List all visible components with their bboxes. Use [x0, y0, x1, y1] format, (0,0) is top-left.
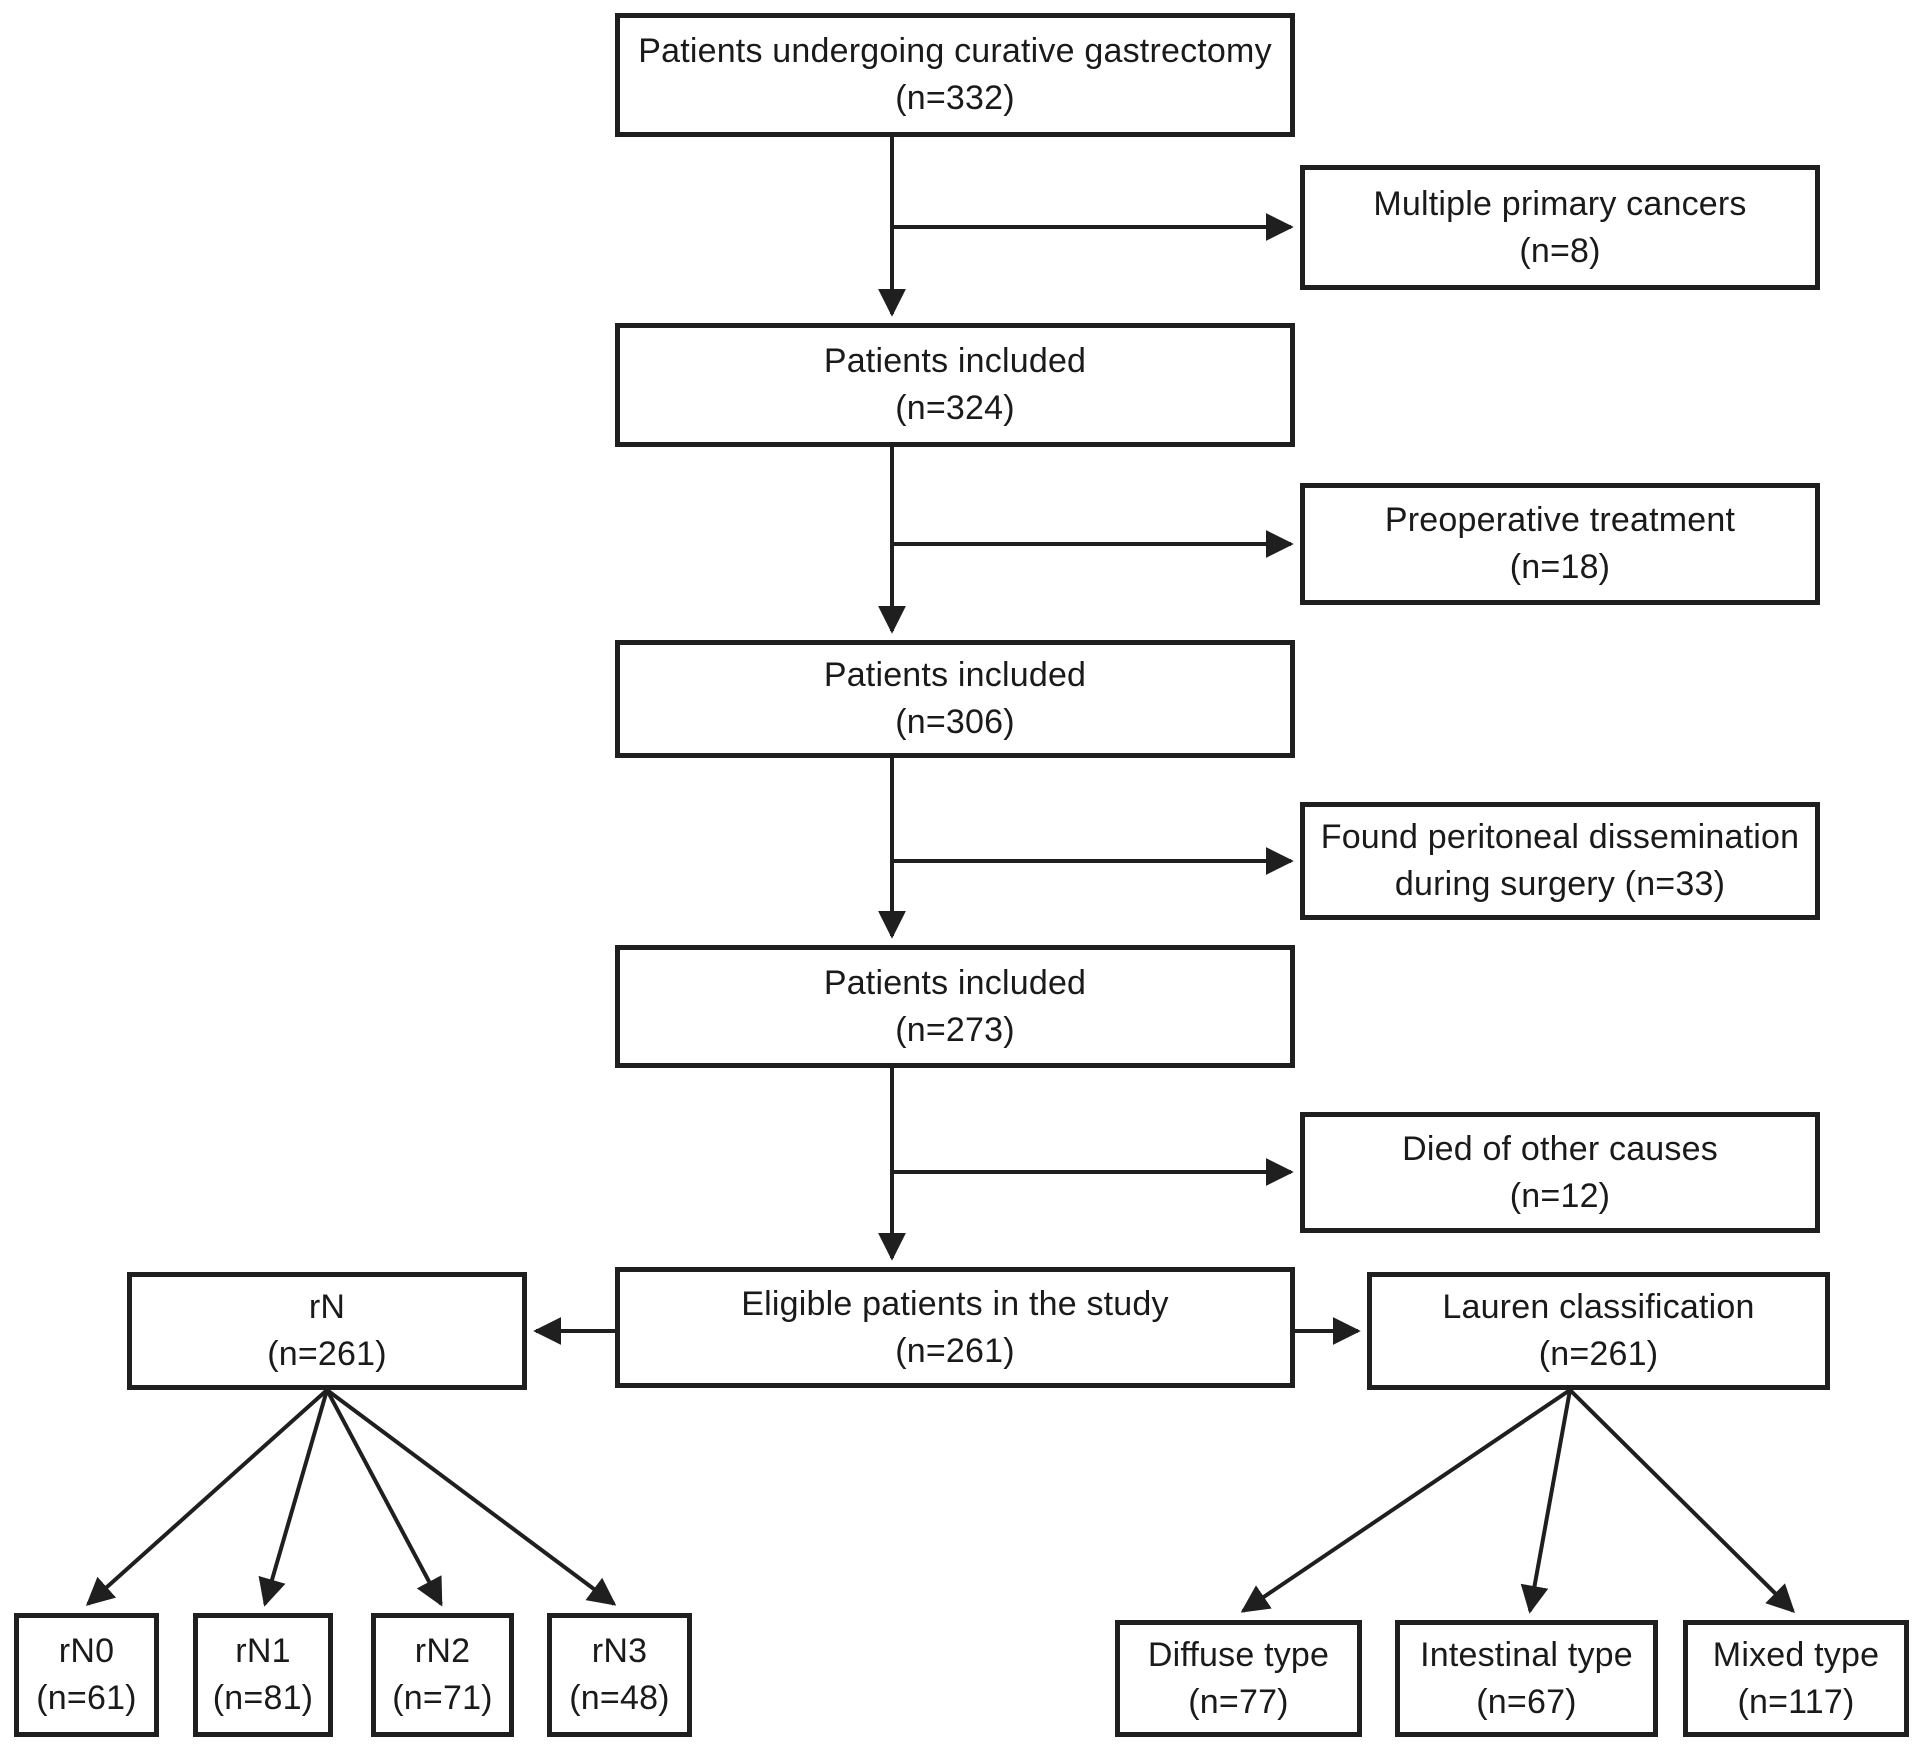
box-label-line2: (n=273): [895, 1010, 1015, 1049]
group-box-lauren-classification: Lauren classification (n=261): [1367, 1272, 1830, 1390]
outcome-box-rn2: rN2 (n=71): [371, 1613, 514, 1737]
exclusion-box-died-other-causes: Died of other causes (n=12): [1300, 1112, 1820, 1233]
exclusion-box-multiple-primary-cancers: Multiple primary cancers (n=8): [1300, 165, 1820, 290]
box-label-line1: Mixed type: [1712, 1635, 1880, 1674]
box-label-line1: rN2: [414, 1632, 471, 1671]
arrow-rn-to-rn2: [325, 1389, 443, 1607]
box-label-line1: Patients included: [823, 656, 1087, 695]
box-label-line2: during surgery (n=33): [1394, 865, 1726, 903]
box-label-line1: Found peritoneal dissemination: [1320, 818, 1800, 857]
box-label-line2: (n=71): [392, 1679, 493, 1717]
box-label-line1: Patients included: [823, 963, 1087, 1002]
box-label-line1: Died of other causes: [1402, 1129, 1718, 1168]
box-label-line2: (n=48): [569, 1679, 670, 1717]
outcome-box-rn3: rN3 (n=48): [547, 1613, 692, 1737]
box-label-line1: rN3: [591, 1632, 648, 1671]
box-label-line1: Patients undergoing curative gastrectomy: [638, 32, 1272, 71]
box-label-line2: (n=261): [267, 1335, 387, 1373]
outcome-box-mixed-type: Mixed type (n=117): [1683, 1620, 1909, 1737]
outcome-box-rn0: rN0 (n=61): [14, 1613, 159, 1737]
box-label-line2: (n=81): [212, 1679, 314, 1717]
arrow-lauren-to-intestinal: [1520, 1389, 1572, 1614]
box-label-line2: (n=306): [895, 703, 1015, 741]
box-label-line2: (n=261): [895, 1331, 1015, 1370]
arrow-rn-to-rn1: [258, 1389, 329, 1607]
box-label-line2: (n=12): [1509, 1176, 1611, 1215]
outcome-box-diffuse-type: Diffuse type (n=77): [1115, 1620, 1362, 1737]
exclusion-box-preoperative-treatment: Preoperative treatment (n=18): [1300, 483, 1820, 605]
box-label-line2: (n=332): [895, 79, 1015, 117]
arrow-lauren-to-mixed: [1568, 1388, 1795, 1613]
box-label-line1: rN1: [235, 1632, 291, 1671]
arrow-rn-to-rn3: [325, 1388, 617, 1606]
box-label-line2: (n=261): [1538, 1335, 1659, 1373]
box-label-line2: (n=61): [36, 1679, 137, 1717]
outcome-box-intestinal-type: Intestinal type (n=67): [1395, 1620, 1658, 1737]
flow-box-included-273: Patients included (n=273): [615, 945, 1295, 1068]
box-label-line1: Diffuse type: [1147, 1635, 1330, 1674]
flow-box-included-324: Patients included (n=324): [615, 323, 1295, 447]
box-label-line1: Multiple primary cancers: [1373, 184, 1747, 223]
box-label-line2: (n=67): [1476, 1682, 1577, 1721]
arrow-lauren-to-diffuse: [1240, 1388, 1572, 1613]
box-label-line1: rN0: [58, 1632, 115, 1671]
box-label-line1: Lauren classification: [1442, 1288, 1755, 1327]
box-label-line2: (n=324): [895, 389, 1015, 427]
flow-box-curative-gastrectomy: Patients undergoing curative gastrectomy…: [615, 13, 1295, 137]
box-label-line1: Patients included: [823, 342, 1087, 381]
box-label-line1: Intestinal type: [1420, 1635, 1633, 1674]
arrow-rn-to-rn0: [85, 1388, 329, 1606]
flow-box-eligible-patients: Eligible patients in the study (n=261): [615, 1267, 1295, 1388]
flow-box-included-306: Patients included (n=306): [615, 640, 1295, 758]
box-label-line1: rN: [308, 1288, 346, 1327]
box-label-line1: Eligible patients in the study: [741, 1284, 1169, 1323]
group-box-rn: rN (n=261): [127, 1272, 527, 1390]
exclusion-box-peritoneal-dissemination: Found peritoneal dissemination during su…: [1300, 802, 1820, 920]
box-label-line2: (n=117): [1737, 1682, 1855, 1721]
box-label-line2: (n=18): [1509, 548, 1611, 586]
box-label-line1: Preoperative treatment: [1384, 501, 1736, 540]
box-label-line2: (n=8): [1519, 231, 1601, 270]
box-label-line2: (n=77): [1188, 1682, 1289, 1721]
outcome-box-rn1: rN1 (n=81): [193, 1613, 333, 1737]
